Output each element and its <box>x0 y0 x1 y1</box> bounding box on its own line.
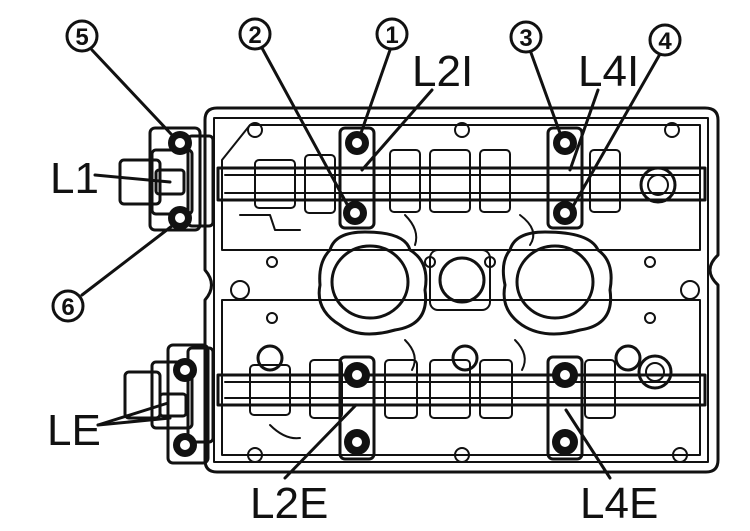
number-callout-3: 3 <box>509 20 543 54</box>
label-l1: L1 <box>50 154 99 203</box>
spark-plug-boss-center <box>429 249 491 311</box>
number-2-text: 2 <box>248 22 261 49</box>
number-6-text: 6 <box>61 294 74 321</box>
label-l2e: L2E <box>250 479 328 528</box>
number-1-text: 1 <box>385 22 398 49</box>
spark-plug-boss-left <box>317 230 428 336</box>
label-l4i: L4I <box>578 47 639 96</box>
exhaust-camshaft-end <box>123 346 215 444</box>
label-l2i: L2I <box>412 47 473 96</box>
number-callout-4: 4 <box>648 23 682 57</box>
number-callout-2: 2 <box>238 17 272 51</box>
cap-l2i <box>338 126 376 230</box>
number-4-text: 4 <box>658 28 672 55</box>
cap-l4e <box>546 355 584 461</box>
cylinder-head-body <box>203 106 720 474</box>
number-callout-1: 1 <box>375 17 409 51</box>
intake-camshaft <box>216 149 707 246</box>
leader-lines <box>80 46 662 480</box>
cap-bolts <box>168 131 578 457</box>
spark-plug-boss-right <box>501 230 613 336</box>
number-3-text: 3 <box>519 25 532 52</box>
number-5-text: 5 <box>75 24 88 51</box>
number-callout-5: 5 <box>65 19 99 53</box>
label-le: LE <box>47 406 101 455</box>
exhaust-camshaft <box>216 339 707 440</box>
cap-l4i <box>546 126 584 230</box>
cap-l2e <box>338 355 376 461</box>
label-l4e: L4E <box>580 479 658 528</box>
number-callout-6: 6 <box>51 289 85 323</box>
